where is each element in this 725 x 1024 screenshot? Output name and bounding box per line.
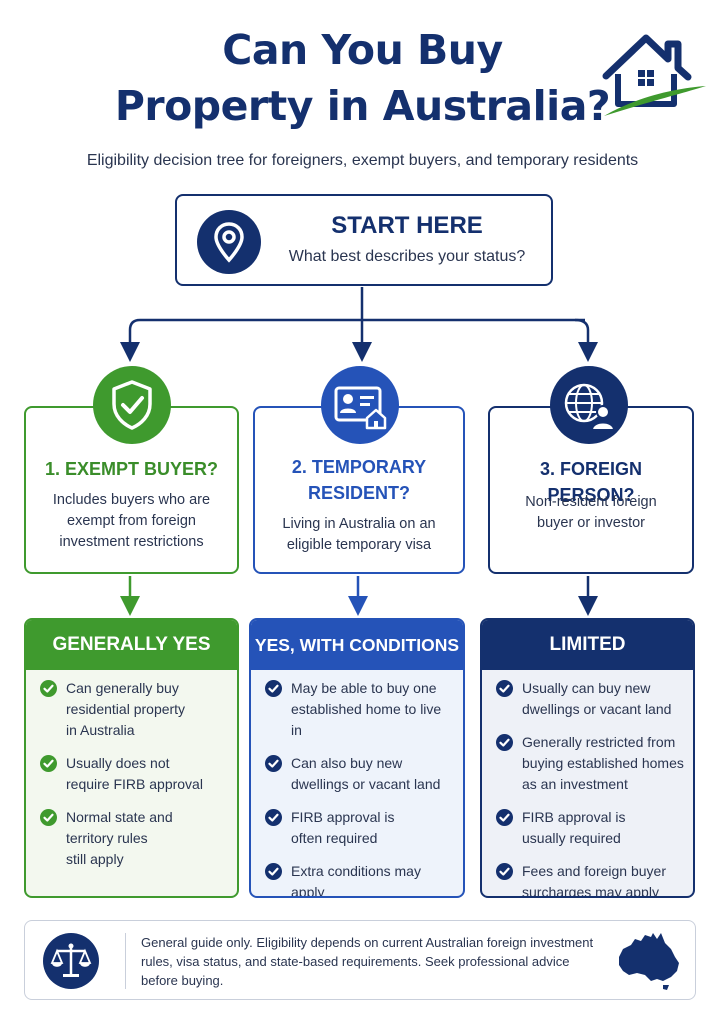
disclaimer-footer: General guide only. Eligibility depends … (24, 920, 696, 1000)
result-label: LIMITED (482, 620, 693, 670)
page-title: Can You Buy Property in Australia? (0, 22, 725, 134)
desc-line: Non-resident foreign (525, 494, 657, 510)
footer-divider (125, 933, 126, 989)
bullet-line: FIRB approval is (522, 809, 626, 825)
bullet-line: May be able to buy one (291, 680, 437, 696)
bullet-line: established home to live in (291, 701, 442, 738)
temporary-resident-title-line-1: 2. TEMPORARY (291, 457, 427, 477)
check-icon (496, 863, 513, 880)
temporary-resident-desc: Living in Australia on an eligible tempo… (265, 514, 453, 556)
exempt-buyer-title-line: 1. EXEMPT BUYER? (44, 459, 219, 479)
result-bullets: May be able to buy one established home … (251, 670, 463, 898)
result-label: GENERALLY YES (26, 620, 237, 670)
check-icon (496, 734, 513, 751)
desc-line: investment restrictions (59, 534, 204, 550)
bullet-line: still apply (66, 851, 124, 867)
temporary-resident-title: 2. TEMPORARY RESIDENT? (261, 454, 457, 506)
temporary-resident-title-line-2: RESIDENT? (307, 483, 410, 503)
bullet-line: as an investment (522, 776, 628, 792)
desc-line: eligible temporary visa (286, 537, 432, 553)
start-title: START HERE (331, 212, 483, 239)
result-limited: LIMITED Usually can buy new dwellings or… (480, 618, 695, 898)
result-bullets: Can generally buy residential property i… (26, 670, 237, 870)
scales-of-justice-icon (43, 933, 99, 989)
foreign-person-desc: Non-resident foreign buyer or investor (500, 492, 682, 534)
temporary-resident-box: 2. TEMPORARY RESIDENT? Living in Austral… (253, 406, 465, 574)
start-here-box: START HERE What best describes your stat… (175, 194, 553, 286)
bullet-line: Normal state and (66, 809, 173, 825)
exempt-buyer-title: 1. EXEMPT BUYER? (32, 456, 231, 482)
bullet-line: in Australia (66, 722, 135, 738)
list-item: Usually does not require FIRB approval (40, 753, 229, 795)
list-item: Generally restricted from buying establi… (496, 732, 685, 795)
list-item: Extra conditions may apply (265, 861, 455, 898)
house-logo-icon (602, 34, 706, 116)
bullet-line: Can generally buy (66, 680, 179, 696)
bullet-line: FIRB approval is (291, 809, 395, 825)
bullet-line: surcharges may apply (522, 884, 659, 898)
bullet-line: Can also buy new (291, 755, 403, 771)
list-item: Can generally buy residential property i… (40, 678, 229, 741)
subtitle: Eligibility decision tree for foreigners… (86, 152, 639, 169)
location-pin-icon (197, 210, 261, 274)
desc-line: Living in Australia on an (282, 516, 436, 532)
list-item: FIRB approval is often required (265, 807, 455, 849)
bullet-line: require FIRB approval (66, 776, 203, 792)
bullet-line: territory rules (66, 830, 148, 846)
desc-line: exempt from foreign (67, 513, 196, 529)
result-yes-with-conditions: YES, WITH CONDITIONS May be able to buy … (249, 618, 465, 898)
check-icon (40, 809, 57, 826)
list-item: Fees and foreign buyer surcharges may ap… (496, 861, 685, 898)
check-icon (265, 863, 282, 880)
id-card-house-icon (321, 366, 399, 444)
bullet-line: Usually does not (66, 755, 170, 771)
check-icon (40, 680, 57, 697)
exempt-buyer-desc: Includes buyers who are exempt from fore… (36, 490, 227, 553)
desc-line: buyer or investor (537, 515, 645, 531)
disclaimer-line: General guide only. Eligibility depends … (141, 935, 594, 950)
list-item: FIRB approval is usually required (496, 807, 685, 849)
bullet-line: Extra conditions may apply (291, 863, 421, 898)
list-item: Usually can buy new dwellings or vacant … (496, 678, 685, 720)
check-icon (265, 755, 282, 772)
bullet-line: usually required (522, 830, 621, 846)
bullet-line: Generally restricted from (522, 734, 676, 750)
bullet-line: Fees and foreign buyer (522, 863, 666, 879)
list-item: May be able to buy one established home … (265, 678, 455, 741)
check-icon (265, 680, 282, 697)
title-line-1: Can You Buy (222, 26, 503, 74)
bullet-line: dwellings or vacant land (291, 776, 441, 792)
disclaimer-line: before buying. (141, 973, 224, 988)
check-icon (40, 755, 57, 772)
list-item: Normal state and territory rules still a… (40, 807, 229, 870)
desc-line: Includes buyers who are (52, 492, 211, 508)
foreign-person-title-line: 3. FOREIGN PERSON? (539, 459, 642, 505)
bullet-line: dwellings or vacant land (522, 701, 672, 717)
bullet-line: often required (291, 830, 378, 846)
australia-map-icon (619, 933, 679, 990)
start-question: What best describes your status? (288, 248, 526, 265)
result-generally-yes: GENERALLY YES Can generally buy resident… (24, 618, 239, 898)
foreign-person-title: 3. FOREIGN PERSON? (496, 456, 686, 508)
title-line-2: Property in Australia? (114, 82, 611, 130)
disclaimer-text: General guide only. Eligibility depends … (141, 933, 611, 990)
list-item: Can also buy new dwellings or vacant lan… (265, 753, 455, 795)
shield-check-icon (93, 366, 171, 444)
disclaimer-line: rules, visa status, and state-based requ… (141, 954, 570, 969)
result-label: YES, WITH CONDITIONS (251, 620, 463, 670)
check-icon (265, 809, 282, 826)
check-icon (496, 809, 513, 826)
bullet-line: buying established homes (522, 755, 684, 771)
globe-person-icon (550, 366, 628, 444)
check-icon (496, 680, 513, 697)
bullet-line: residential property (66, 701, 186, 717)
result-bullets: Usually can buy new dwellings or vacant … (482, 670, 693, 898)
bullet-line: Usually can buy new (522, 680, 651, 696)
